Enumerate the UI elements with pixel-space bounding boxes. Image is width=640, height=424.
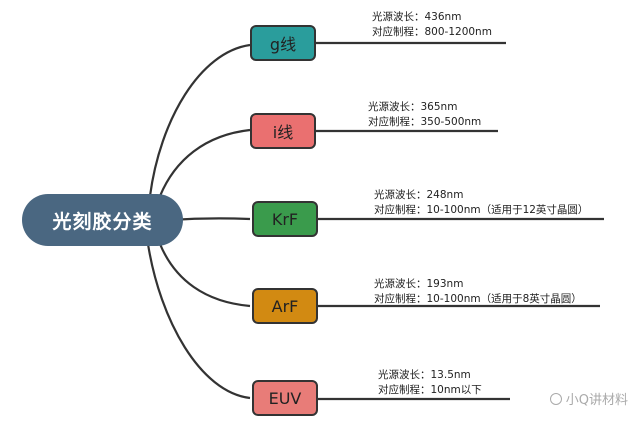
node-euv-label: EUV [268,388,302,408]
info-i-line: 光源波长：365nm 对应制程：350-500nm [368,100,481,130]
info-euv-process: 对应制程：10nm以下 [378,384,482,396]
info-g-line-process: 对应制程：800-1200nm [372,26,492,38]
connector-euv [146,243,251,400]
node-arf: ArF [252,288,318,324]
node-krf: KrF [252,201,318,237]
info-krf-process: 对应制程：10-100nm（适用于12英寸晶圆） [374,204,589,216]
info-krf: 光源波长：248nm 对应制程：10-100nm（适用于12英寸晶圆） [374,188,588,218]
node-arf-label: ArF [271,296,299,316]
root-node: 光刻胶分类 [22,194,183,246]
info-i-line-process: 对应制程：350-500nm [368,116,482,128]
node-i-line: i线 [250,113,316,149]
connector-i-line [158,128,251,197]
node-krf-label: KrF [271,209,299,229]
connector-g-line [148,43,251,197]
watermark-text: 小Q讲材料 [565,393,628,408]
info-i-line-wavelength: 光源波长：365nm [368,101,458,113]
info-krf-wavelength: 光源波长：248nm [374,189,464,201]
node-g-line: g线 [250,25,316,61]
info-euv: 光源波长：13.5nm 对应制程：10nm以下 [378,368,482,398]
node-i-line-label: i线 [272,123,294,142]
watermark-logo-icon [549,392,562,405]
info-arf: 光源波长：193nm 对应制程：10-100nm（适用于8英寸晶圆） [374,277,582,307]
info-g-line: 光源波长：436nm 对应制程：800-1200nm [372,10,492,40]
node-g-line-label: g线 [269,35,297,54]
node-euv: EUV [252,380,318,416]
connector-arf [158,243,251,308]
info-arf-process: 对应制程：10-100nm（适用于8英寸晶圆） [374,293,582,305]
watermark: 小Q讲材料 [549,389,628,408]
root-label: 光刻胶分类 [52,210,153,233]
info-euv-wavelength: 光源波长：13.5nm [378,369,471,381]
info-g-line-wavelength: 光源波长：436nm [372,11,462,23]
info-arf-wavelength: 光源波长：193nm [374,278,464,290]
